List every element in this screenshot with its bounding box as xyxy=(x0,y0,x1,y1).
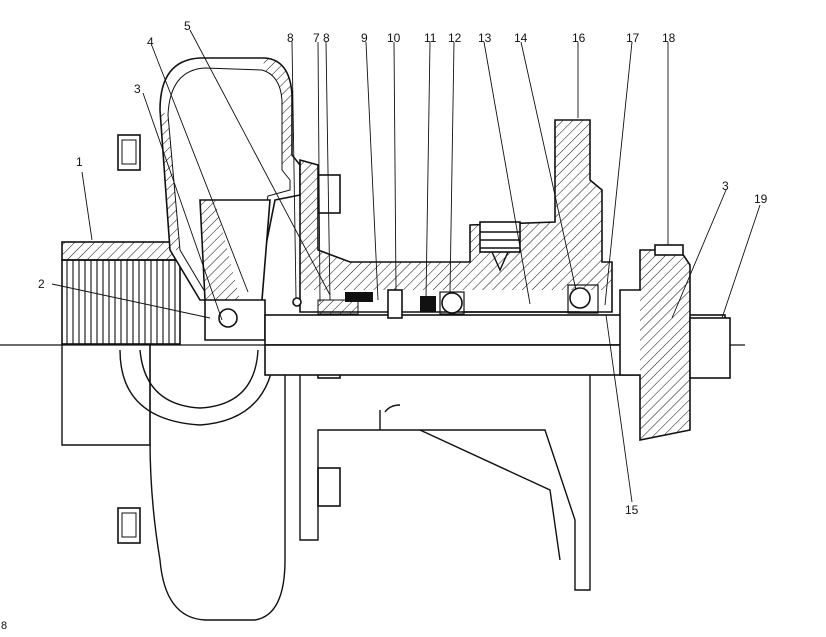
callout-17: 17 xyxy=(626,31,640,45)
callout-8-right: 8 xyxy=(323,31,330,45)
impeller xyxy=(199,199,271,341)
pulley-hub xyxy=(61,241,188,446)
callout-18: 18 xyxy=(662,31,676,45)
leader-lines xyxy=(51,29,761,503)
callout-3-left: 3 xyxy=(134,82,141,96)
callout-4: 4 xyxy=(147,35,154,49)
callout-5: 5 xyxy=(184,19,191,33)
callout-16: 16 xyxy=(572,31,586,45)
callout-19: 19 xyxy=(754,192,768,206)
callout-13: 13 xyxy=(478,31,492,45)
callout-8-left: 8 xyxy=(287,31,294,45)
callout-2: 2 xyxy=(38,277,45,291)
mechanical-seal xyxy=(292,289,436,319)
callout-15: 15 xyxy=(625,503,639,517)
bearing-housing xyxy=(299,119,613,591)
callout-7: 7 xyxy=(313,31,320,45)
callout-12: 12 xyxy=(448,31,462,45)
bearings xyxy=(439,284,599,315)
shaft-nut xyxy=(689,317,731,379)
callout-9: 9 xyxy=(361,31,368,45)
callout-10: 10 xyxy=(387,31,401,45)
page-marker: 8 xyxy=(1,620,8,632)
callout-11: 11 xyxy=(424,31,437,45)
callout-1: 1 xyxy=(76,155,83,169)
drive-pulley xyxy=(619,244,691,441)
callout-3-right: 3 xyxy=(722,179,729,193)
callout-14: 14 xyxy=(514,31,528,45)
